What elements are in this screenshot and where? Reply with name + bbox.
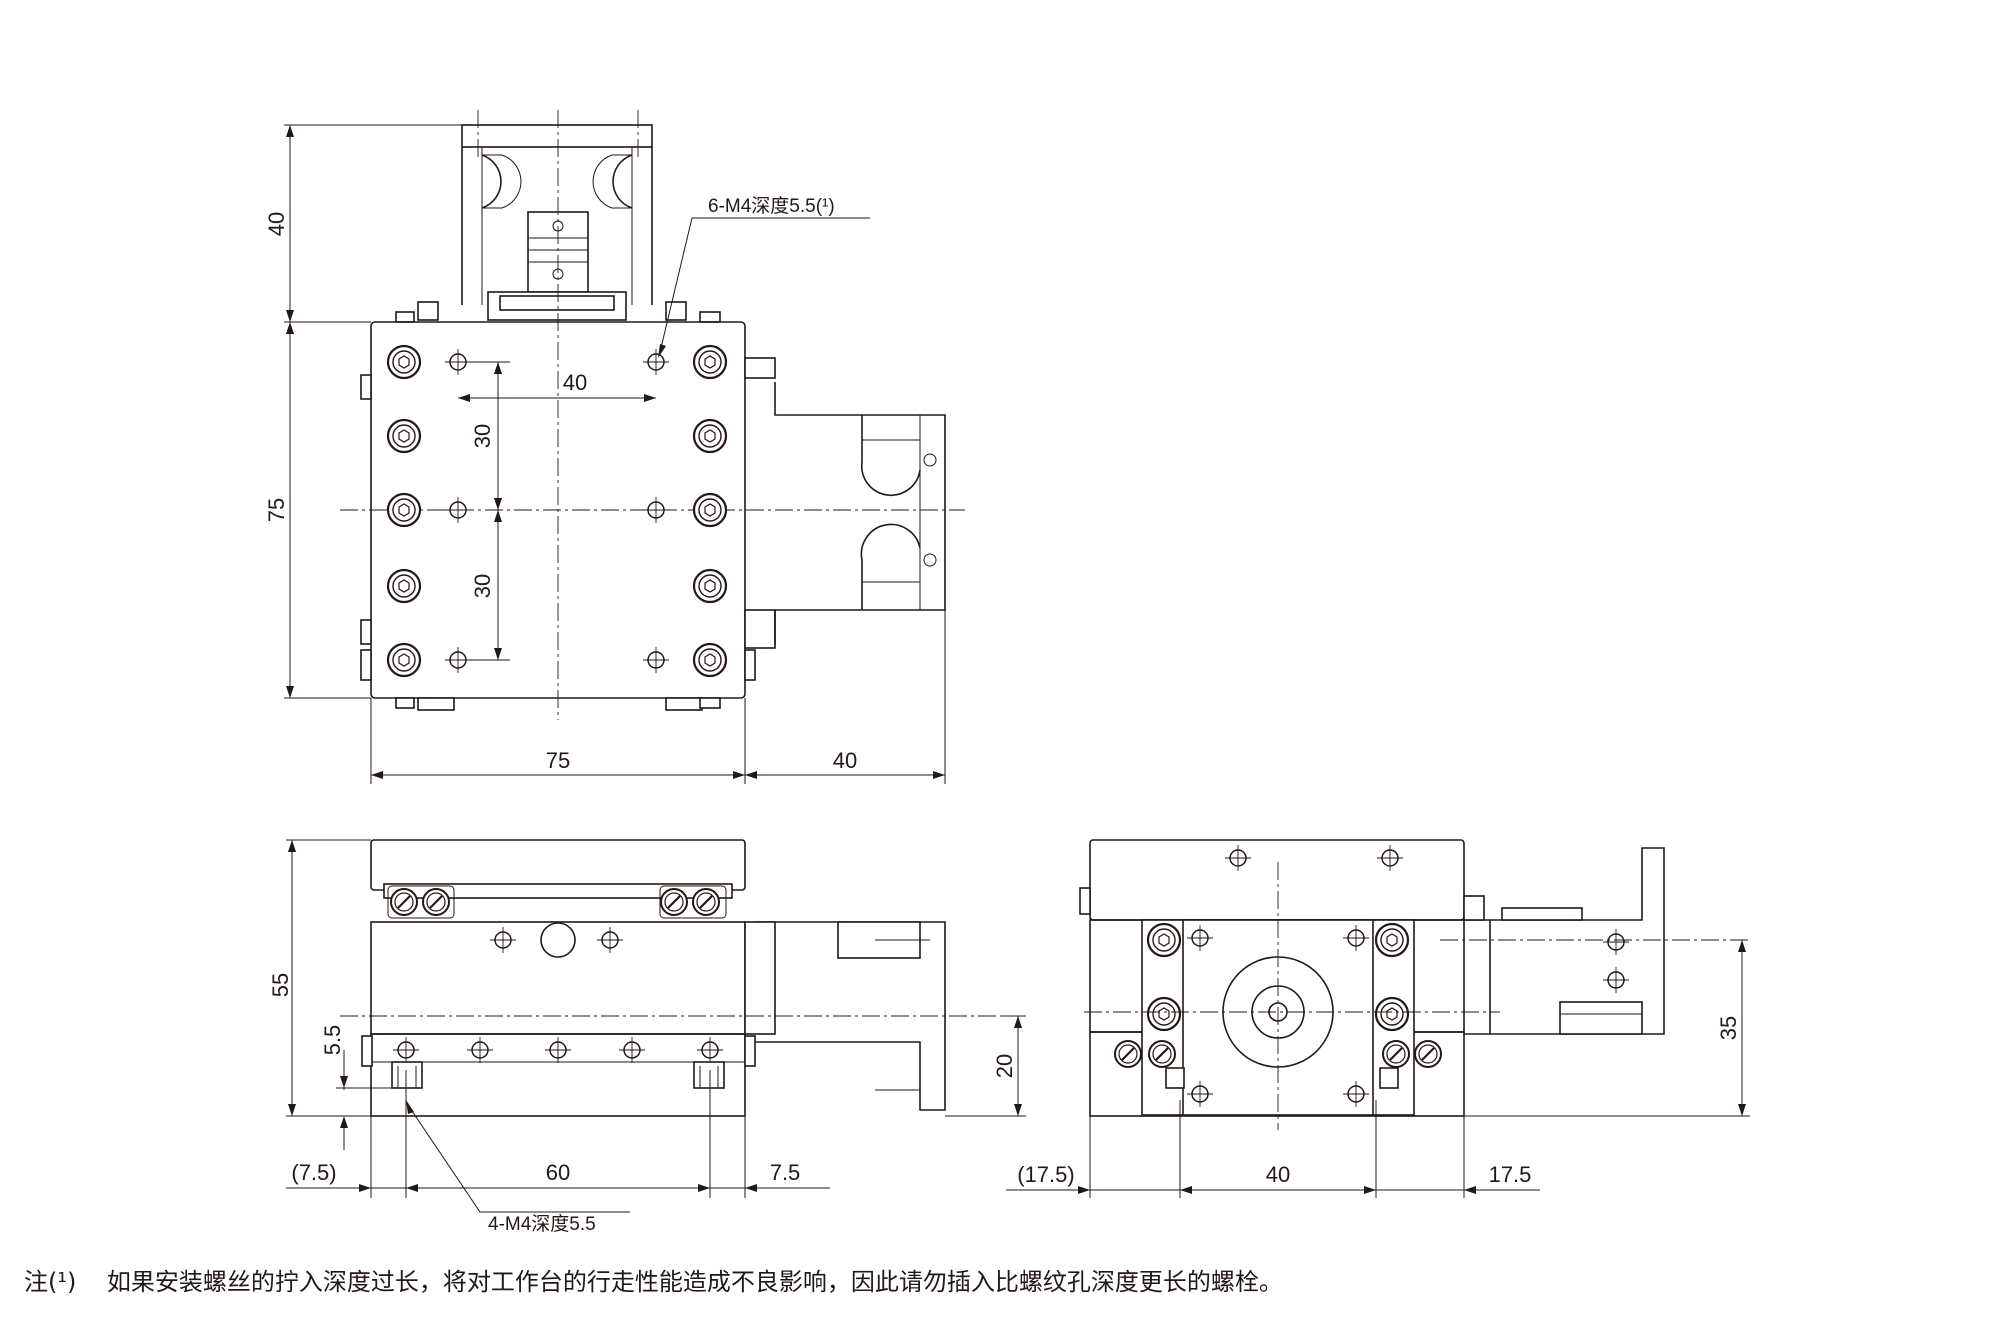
dim-width-40: 40 xyxy=(833,748,857,773)
dim-front-right-7-5: 7.5 xyxy=(770,1160,801,1185)
footnote-label: 注(¹) xyxy=(24,1268,77,1296)
footnote-text: 如果安装螺丝的拧入深度过长，将对工作台的行走性能造成不良影响，因此请勿插入比螺纹… xyxy=(106,1268,1283,1296)
callout-4-m4: 4-M4深度5.5 xyxy=(488,1213,596,1235)
dim-front-60: 60 xyxy=(546,1160,570,1185)
dim-side-40: 40 xyxy=(1266,1162,1290,1187)
dim-inner-40: 40 xyxy=(563,370,587,395)
side-view: (17.5) 40 17.5 35 xyxy=(1006,839,1750,1198)
front-view: 55 5.5 20 (7.5) 60 7.5 4-M4深度5.5 xyxy=(268,839,1026,1235)
top-view: 40 75 40 30 30 75 40 6-M4深度5.5(¹) xyxy=(264,110,965,784)
dim-front-55: 55 xyxy=(268,973,293,997)
dim-front-left-7-5: (7.5) xyxy=(291,1160,336,1185)
dim-front-20: 20 xyxy=(992,1054,1017,1078)
dim-side-right-17-5: 17.5 xyxy=(1489,1162,1532,1187)
dim-inner-30a: 30 xyxy=(470,424,495,448)
dim-top-40: 40 xyxy=(264,212,289,236)
dim-side-35: 35 xyxy=(1716,1016,1741,1040)
dim-side-left-17-5: (17.5) xyxy=(1017,1162,1074,1187)
callout-6-m4: 6-M4深度5.5(¹) xyxy=(708,195,835,217)
footnote: 注(¹) 如果安装螺丝的拧入深度过长，将对工作台的行走性能造成不良影响，因此请勿… xyxy=(24,1262,1283,1297)
dim-body-75: 75 xyxy=(264,498,289,522)
dim-inner-30b: 30 xyxy=(470,574,495,598)
dim-width-75: 75 xyxy=(546,748,570,773)
dim-front-5-5: 5.5 xyxy=(320,1025,345,1056)
